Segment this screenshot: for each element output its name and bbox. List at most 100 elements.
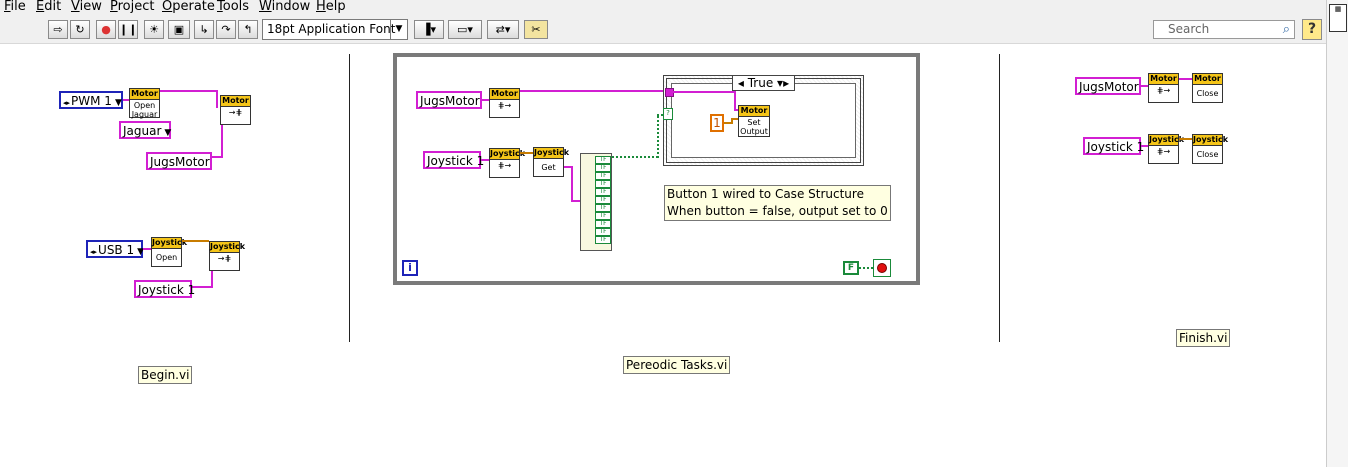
arrow-hash-icon: →⋕ xyxy=(228,108,243,117)
array-element: TF xyxy=(595,236,611,244)
motor-refnum-get-vi[interactable]: Motor⋕→ xyxy=(489,88,520,118)
vi-body: Open Jaguar xyxy=(131,101,158,119)
case-selector-terminal: ? xyxy=(663,108,673,120)
joystick1-refname[interactable]: Joystick 1 xyxy=(134,280,195,298)
step-out-icon[interactable]: ↰ xyxy=(238,20,258,39)
joystick-refnum-get-vi[interactable]: Joystick⋕→ xyxy=(489,148,525,178)
periodic-tasks-vi-label: Pereodic Tasks.vi xyxy=(623,356,731,374)
array-element: TF xyxy=(595,196,611,204)
jugsmotor-refname[interactable]: JugsMotor xyxy=(146,152,212,170)
index-array[interactable]: TF TF TF TF TF TF TF TF TF TF TF xyxy=(580,153,612,251)
context-help-button[interactable]: ? xyxy=(1302,19,1322,40)
chevron-down-icon: ▼ xyxy=(137,247,145,257)
wire xyxy=(1141,85,1148,87)
wire xyxy=(657,114,664,116)
highlight-execution-icon[interactable]: ☀ xyxy=(144,20,164,39)
menu-bar: File Edit View Project Operate Tools Win… xyxy=(0,0,1348,15)
vi-body: Open xyxy=(155,253,178,262)
chevron-down-icon: ▼ xyxy=(390,20,407,39)
pwm-channel-control[interactable]: PWM 1▼ xyxy=(59,91,123,109)
font-select[interactable]: 18pt Application Font ▼ xyxy=(262,19,408,40)
step-over-icon[interactable]: ↷ xyxy=(216,20,236,39)
usb-port-control[interactable]: USB 1▼ xyxy=(86,240,145,258)
false-constant[interactable]: F xyxy=(843,261,859,275)
refname-text: JugsMotor xyxy=(420,94,480,108)
hash-arrow-icon: ⋕→ xyxy=(1156,147,1171,156)
menu-window[interactable]: Window xyxy=(259,0,311,14)
pause-icon[interactable]: ❙❙ xyxy=(118,20,138,39)
wire xyxy=(734,91,736,111)
refname-text: Joystick 1 xyxy=(427,154,485,168)
align-objects-icon[interactable]: ▐▾ xyxy=(414,20,444,39)
step-into-icon[interactable]: ↳ xyxy=(194,20,214,39)
retain-wire-values-icon[interactable]: ▣ xyxy=(168,20,190,39)
vi-header: Motor xyxy=(130,89,159,100)
array-element: TF xyxy=(595,156,611,164)
joystick1-refname[interactable]: Joystick 1 xyxy=(1083,137,1144,155)
motor-refnum-get-vi[interactable]: Motor⋕→ xyxy=(1148,73,1179,103)
usb-value: USB 1 xyxy=(98,243,135,257)
vi-body: Get xyxy=(541,163,556,172)
jugsmotor-refname[interactable]: JugsMotor xyxy=(416,91,482,109)
search-icon: ⌕ xyxy=(1282,22,1290,37)
jaguar-type-control[interactable]: Jaguar▼ xyxy=(119,121,171,139)
wire xyxy=(143,248,151,250)
joystick-refnum-get-vi[interactable]: Joystick⋕→ xyxy=(1148,134,1185,164)
array-element: TF xyxy=(595,180,611,188)
abort-icon[interactable]: ● xyxy=(96,20,116,39)
numeric-constant[interactable]: 1 xyxy=(710,114,724,132)
stop-terminal-icon[interactable] xyxy=(873,259,891,277)
cleanup-diagram-icon[interactable]: ✂ xyxy=(524,20,548,39)
vi-header: Motor xyxy=(1193,74,1222,85)
wire xyxy=(520,152,533,154)
vi-header: Motor xyxy=(490,89,519,100)
menu-operate[interactable]: Operate xyxy=(162,0,215,14)
menu-file[interactable]: File xyxy=(4,0,26,14)
toolbar: ⇨ ↻ ● ❙❙ ☀ ▣ ↳ ↷ ↰ 18pt Application Font… xyxy=(0,15,1326,44)
menu-project[interactable]: Project xyxy=(110,0,155,14)
comment-line-2: When button = false, output set to 0 xyxy=(667,204,888,218)
wire xyxy=(859,267,873,269)
wire xyxy=(481,159,489,161)
comment-label: Button 1 wired to Case Structure When bu… xyxy=(664,185,891,221)
hash-arrow-icon: ⋕→ xyxy=(1156,86,1171,95)
run-arrow-icon[interactable]: ⇨ xyxy=(48,20,68,39)
wire xyxy=(482,99,489,101)
vi-icon[interactable]: ▦ xyxy=(1329,4,1347,32)
wire xyxy=(191,286,213,288)
wire xyxy=(731,118,738,120)
vi-header: Joystick xyxy=(152,238,188,249)
menu-view[interactable]: View xyxy=(71,0,102,14)
distribute-objects-icon[interactable]: ▭▾ xyxy=(448,20,482,39)
comment-line-1: Button 1 wired to Case Structure xyxy=(667,187,864,201)
wire xyxy=(724,122,732,124)
array-element: TF xyxy=(595,212,611,220)
vi-body: Close xyxy=(1196,150,1219,159)
joystick-refnum-register-vi[interactable]: Joystick→⋕ xyxy=(209,241,245,271)
arrow-hash-icon: →⋕ xyxy=(217,254,232,263)
menu-edit[interactable]: Edit xyxy=(36,0,62,14)
joystick1-refname[interactable]: Joystick 1 xyxy=(423,151,485,169)
reorder-icon[interactable]: ⇄▾ xyxy=(487,20,519,39)
chevron-down-icon: ▼ xyxy=(164,128,172,138)
search-input[interactable]: Search ⌕ xyxy=(1153,20,1295,39)
vi-header: Joystick xyxy=(1149,135,1185,146)
case-selector[interactable]: ◂ True ▾▸ xyxy=(732,75,795,91)
vi-body: Set Output xyxy=(740,118,768,136)
jugsmotor-refname[interactable]: JugsMotor xyxy=(1075,77,1141,95)
menu-tools[interactable]: Tools xyxy=(217,0,250,14)
case-value: True xyxy=(747,76,774,90)
case-structure[interactable] xyxy=(663,75,864,166)
wire xyxy=(564,166,573,168)
menu-help[interactable]: Help xyxy=(316,0,346,14)
motor-refnum-register-vi[interactable]: Motor→⋕ xyxy=(220,95,251,125)
hash-arrow-icon: ⋕→ xyxy=(497,161,512,170)
run-continuously-icon[interactable]: ↻ xyxy=(70,20,90,39)
